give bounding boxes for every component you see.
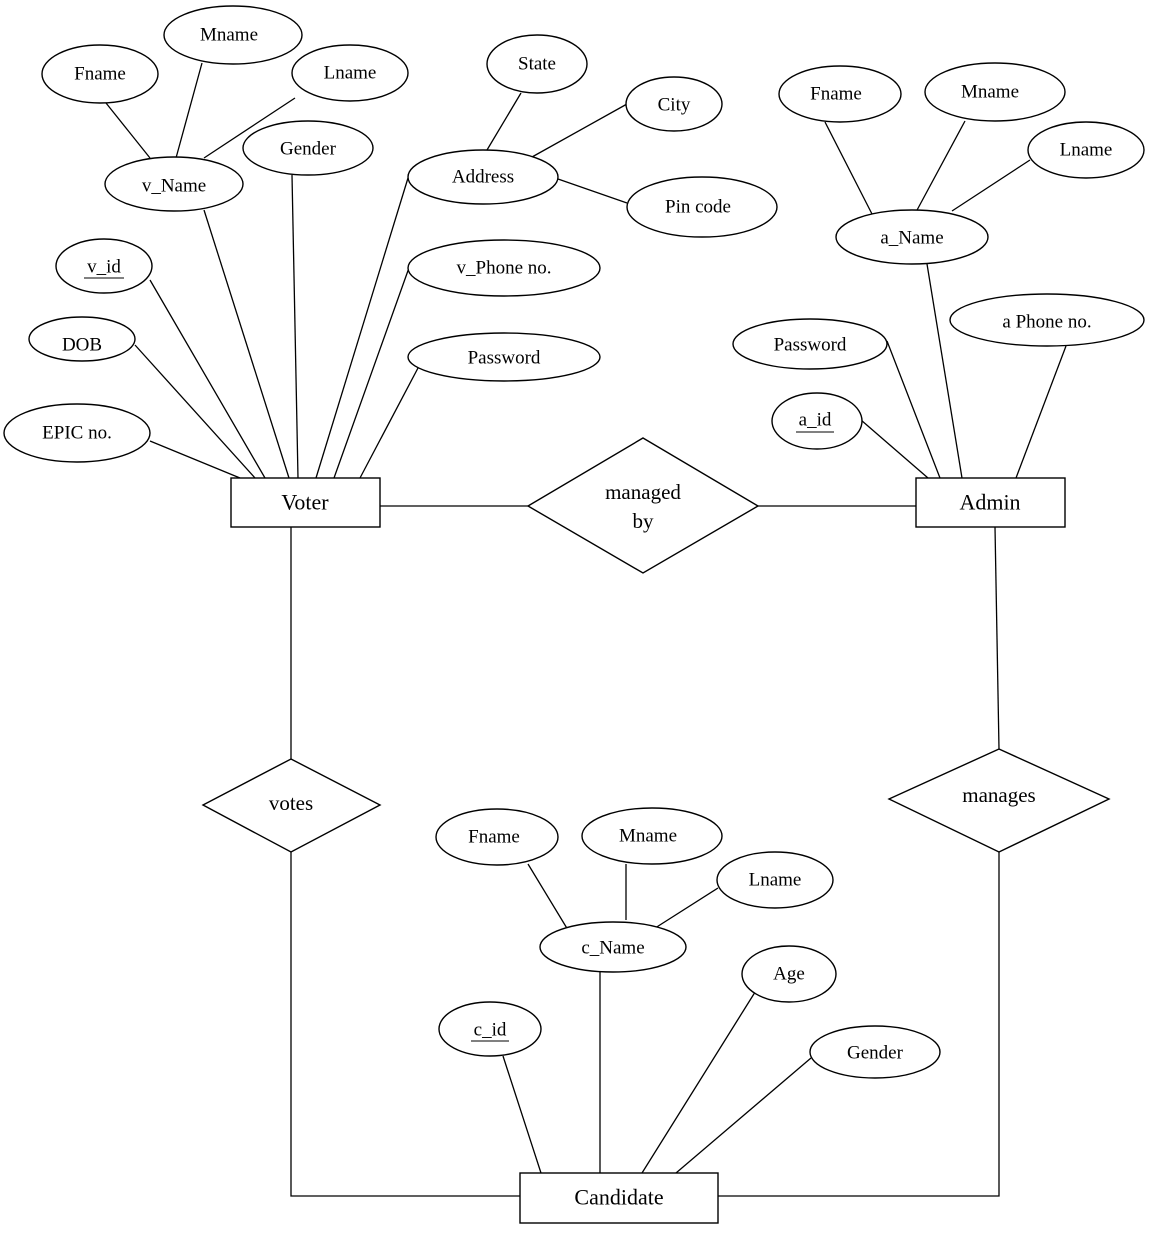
voter-attribute-fname: Fname — [41, 44, 159, 104]
admin-attribute-mname: Mname — [924, 62, 1066, 122]
entity-candidate: Candidate — [519, 1172, 719, 1224]
svg-text:Lname: Lname — [1060, 140, 1113, 161]
candidate-attribute-gender: Gender — [809, 1025, 941, 1079]
voter-attribute-epic: EPIC no. — [3, 403, 151, 463]
svg-text:v_Phone no.: v_Phone no. — [457, 258, 552, 279]
voter-attribute-password: Password — [407, 332, 601, 382]
voter-attribute-pin-code: Pin code — [626, 176, 778, 238]
svg-text:c_Name: c_Name — [581, 938, 644, 959]
svg-text:Admin: Admin — [959, 490, 1020, 515]
svg-text:City: City — [658, 95, 691, 116]
candidate-attribute-age: Age — [741, 945, 837, 1003]
svg-text:Mname: Mname — [619, 826, 677, 847]
svg-text:Lname: Lname — [749, 870, 802, 891]
svg-text:v_id: v_id — [87, 257, 121, 278]
voter-attribute-gender: Gender — [242, 120, 374, 176]
svg-text:Mname: Mname — [200, 25, 258, 46]
voter-attribute-address: Address — [407, 149, 559, 205]
svg-text:Lname: Lname — [324, 63, 377, 84]
admin-attribute-fname: Fname — [778, 65, 902, 123]
svg-text:Mname: Mname — [961, 82, 1019, 103]
connector-lines — [105, 62, 1067, 1197]
admin-attribute-a-name: a_Name — [835, 209, 989, 265]
voter-attribute-lname: Lname — [291, 44, 409, 102]
svg-text:Password: Password — [468, 348, 541, 369]
svg-text:votes: votes — [269, 791, 313, 815]
voter-attribute-phone: v_Phone no. — [407, 239, 601, 297]
relationship-manages: manages — [887, 748, 1111, 853]
svg-text:Fname: Fname — [468, 827, 520, 848]
svg-text:a Phone no.: a Phone no. — [1002, 312, 1091, 333]
svg-text:Password: Password — [774, 335, 847, 356]
voter-attribute-v-id: v_id — [55, 238, 153, 294]
entity-admin: Admin — [915, 477, 1066, 528]
admin-attribute-a-id: a_id — [771, 392, 863, 450]
svg-text:Pin code: Pin code — [665, 197, 731, 218]
entity-voter: Voter — [230, 477, 381, 528]
svg-text:managed: managed — [605, 480, 681, 504]
svg-text:Candidate: Candidate — [574, 1185, 663, 1210]
candidate-attribute-c-id: c_id — [438, 1001, 542, 1057]
admin-attribute-password: Password — [732, 318, 888, 370]
candidate-attribute-fname: Fname — [435, 808, 559, 866]
svg-text:manages: manages — [962, 783, 1035, 807]
svg-text:Address: Address — [452, 167, 514, 188]
voter-attribute-state: State — [486, 34, 588, 94]
candidate-attribute-c-name: c_Name — [539, 921, 687, 973]
svg-text:Age: Age — [773, 964, 805, 985]
relationship-votes: votes — [201, 758, 382, 853]
svg-text:State: State — [518, 54, 556, 75]
svg-text:Fname: Fname — [74, 64, 126, 85]
svg-text:Gender: Gender — [847, 1043, 904, 1064]
svg-text:v_Name: v_Name — [142, 176, 206, 197]
svg-text:a_Name: a_Name — [880, 228, 943, 249]
relationship-managed-by: managed by — [526, 437, 760, 574]
candidate-attribute-mname: Mname — [581, 807, 723, 865]
admin-attribute-phone: a Phone no. — [949, 293, 1145, 347]
admin-attribute-lname: Lname — [1027, 121, 1145, 179]
svg-text:EPIC no.: EPIC no. — [42, 423, 112, 444]
svg-text:by: by — [633, 509, 655, 533]
voter-attribute-dob: DOB — [28, 316, 136, 362]
candidate-attribute-lname: Lname — [716, 851, 834, 909]
svg-text:DOB: DOB — [62, 335, 102, 356]
voter-attribute-mname: Mname — [163, 5, 303, 65]
svg-text:c_id: c_id — [474, 1020, 507, 1041]
svg-text:Voter: Voter — [281, 490, 329, 515]
svg-text:Gender: Gender — [280, 139, 337, 160]
svg-text:a_id: a_id — [799, 410, 832, 431]
svg-text:Fname: Fname — [810, 84, 862, 105]
voter-attribute-v-name: v_Name — [104, 156, 244, 212]
voter-attribute-city: City — [625, 76, 723, 132]
